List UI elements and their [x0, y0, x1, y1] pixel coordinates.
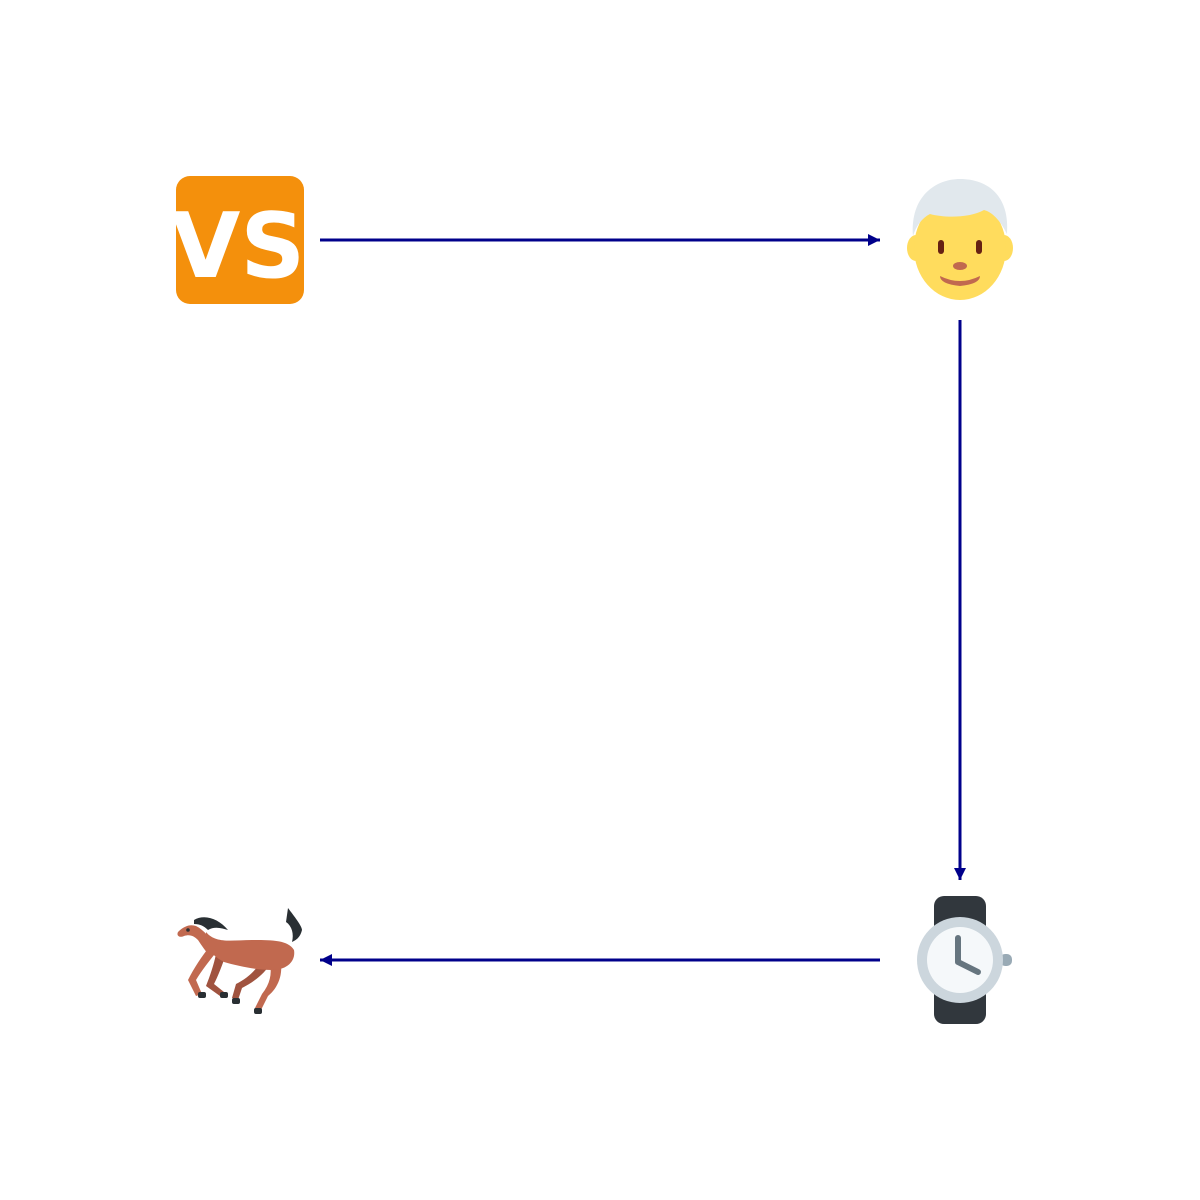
node-vs: VS [176, 176, 304, 304]
man-white-hair-icon [907, 179, 1013, 300]
wristwatch-icon [917, 896, 1012, 1024]
running-horse-icon [177, 908, 302, 1014]
node-watch [896, 896, 1024, 1024]
node-man [896, 176, 1024, 304]
node-horse [176, 896, 304, 1024]
vs-label: VS [176, 194, 304, 299]
vs-button-icon: VS [176, 176, 304, 304]
